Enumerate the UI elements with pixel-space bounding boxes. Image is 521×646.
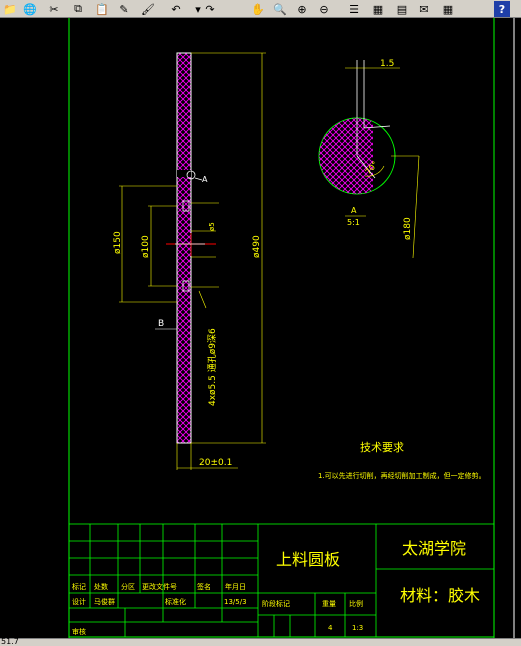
match-prop-icon[interactable]: 🖌: [141, 2, 155, 16]
tb-weight-val: 4: [328, 624, 333, 632]
zoom-window-icon[interactable]: ⊕: [297, 2, 307, 16]
status-coord: 51.7: [1, 637, 19, 646]
detail-line-edge: [363, 125, 391, 129]
calculator-icon[interactable]: ▦: [442, 2, 454, 16]
dim-150-text: ø150: [113, 231, 123, 254]
paste-icon[interactable]: 📋: [95, 2, 109, 16]
view-a-leader: [194, 177, 203, 181]
tb-ratio: 比例: [349, 599, 363, 608]
holes-note-text: 4xø5.5 通孔ø9深6: [207, 328, 218, 406]
part-gap: [177, 170, 191, 177]
dropdown-arrow-icon[interactable]: ▾: [195, 2, 201, 16]
redo-icon[interactable]: ↷: [205, 2, 215, 16]
tb-col3: 分区: [121, 582, 135, 591]
title-block: [68, 523, 495, 638]
tb-date: 13/5/3: [224, 598, 247, 606]
cut-icon[interactable]: ✂: [49, 2, 59, 16]
tb-stage: 阶段标记: [262, 599, 290, 608]
tb-col2: 处数: [94, 582, 108, 591]
title-material: 材料：胶木: [400, 586, 480, 605]
dim-100-text: ø100: [141, 235, 151, 258]
tb-col1: 标记: [72, 582, 86, 591]
design-center-icon[interactable]: ▦: [372, 2, 384, 16]
part-section-hatch: [176, 52, 192, 444]
tool-palette-icon[interactable]: ▤: [396, 2, 408, 16]
hole-top: [182, 200, 190, 212]
dim-490-text: ø490: [252, 235, 262, 258]
dim-5-text: ø5: [208, 222, 216, 231]
tb-standardize: 标准化: [165, 597, 186, 606]
tb-weight: 重量: [322, 600, 336, 608]
undo-icon[interactable]: ↶: [171, 2, 181, 16]
holes-note-leader: [198, 290, 207, 309]
angle-arc: [364, 165, 385, 177]
dim-20-text: 20±0.1: [199, 458, 232, 468]
tb-design: 设计: [72, 597, 86, 606]
detail-hatch: [319, 118, 373, 194]
hole-bottom: [182, 280, 190, 292]
tech-req-title: 技术要求: [360, 441, 404, 454]
help-icon[interactable]: ?: [494, 1, 510, 17]
label-b: B: [158, 319, 164, 329]
drawing-canvas[interactable]: A ø490 ø150 ø100 ø5 4xø5.5 通孔ø9深6 B 20±0…: [0, 18, 521, 638]
tb-col4: 更改文件号: [142, 582, 177, 591]
title-school: 太湖学院: [402, 539, 466, 558]
tb-col6: 年月日: [225, 582, 246, 591]
tb-audit: 审核: [72, 627, 86, 636]
tb-designer: 马俊群: [94, 597, 115, 606]
detail-label: A: [351, 206, 357, 215]
dim-180-text: ø180: [403, 217, 413, 240]
toolbar: 📁 🌐 ✂ ⧉ 📋 ✎ 🖌 ↶ ▾ ↷ ✋ 🔍 ⊕ ⊖ ☰ ▦ ▤ ✉ ▦?: [0, 0, 521, 18]
dim-180-leader-v: [412, 155, 420, 259]
globe-icon[interactable]: 🌐: [23, 2, 37, 16]
detail-scale: 5:1: [347, 218, 360, 227]
brush-icon[interactable]: ✎: [119, 2, 129, 16]
zoom-realtime-icon[interactable]: 🔍: [273, 2, 287, 16]
status-bar: 51.7: [0, 637, 521, 646]
copy-icon[interactable]: ⧉: [74, 2, 82, 15]
tech-req-item: 1.可以先进行切削，再经切削加工制成，但一定修剪。: [318, 471, 486, 480]
view-a-label: A: [202, 175, 208, 184]
folder-icon[interactable]: 📁: [3, 2, 17, 16]
zoom-previous-icon[interactable]: ⊖: [319, 2, 329, 16]
tb-ratio-val: 1:3: [352, 624, 363, 632]
properties-icon[interactable]: ☰: [349, 2, 359, 16]
view-a-marker: [186, 170, 196, 180]
dim-1.5-text: 1.5: [380, 59, 394, 69]
markup-icon[interactable]: ✉: [419, 2, 429, 16]
tb-col5: 签名: [197, 582, 211, 591]
pan-icon[interactable]: ✋: [251, 2, 265, 16]
detail-line-diag: [356, 155, 376, 179]
title-part-name: 上料圆板: [276, 550, 340, 569]
